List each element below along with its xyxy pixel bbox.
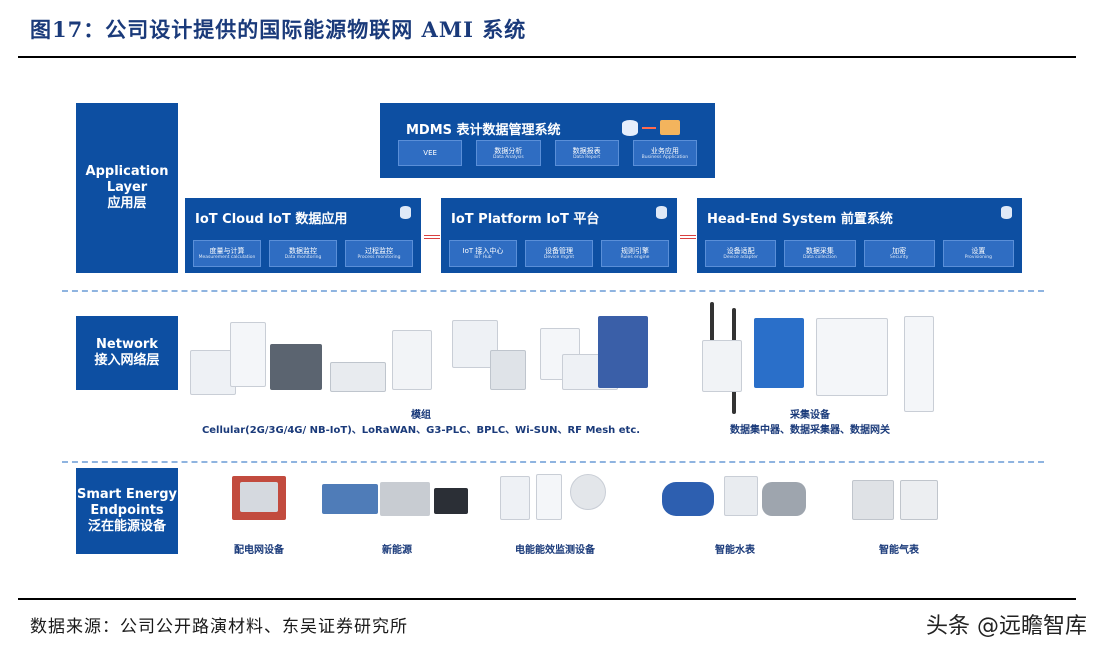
chip-label: 规则引擎 [621,247,649,255]
modules-list: Cellular(2G/3G/4G/ NB-IoT)、LoRaWAN、G3-PL… [201,425,641,436]
chip-label: 数据报表 [572,146,601,155]
chip-sub: Data monitoring [284,255,322,260]
layer-application: Application Layer 应用层 [76,103,178,273]
new-energy-image [322,478,472,520]
endpoint-caption-monitoring: 电能能效监测设备 [515,545,595,556]
chip-sub: Provisioning [964,255,992,260]
iot-cloud-title: IoT Cloud IoT 数据应用 [195,212,348,227]
head-end-title: Head-End System 前置系统 [707,212,893,227]
endpoint-caption-water: 智能水表 [715,545,755,556]
layer-application-line2: Layer [106,180,148,195]
chip-sub: Measurement calculation [198,255,256,260]
database-icon [1001,206,1012,219]
chip-label: 数据采集 [805,247,834,255]
distribution-equipment-image [226,472,292,524]
database-icon [622,120,638,136]
database-icon [400,206,411,219]
energy-monitoring-image [500,470,610,522]
chip-sub: Business Application [641,154,689,160]
layer-network-line1: Network [96,337,158,352]
figure-title: 图17：公司设计提供的国际能源物联网 AMI 系统 [30,17,527,42]
collect-list: 数据集中器、数据采集器、数据网关 [730,425,890,436]
bottom-rule [18,598,1076,600]
endpoint-caption-gas: 智能气表 [879,545,919,556]
layer-network-line2: 接入网络层 [94,353,160,368]
layer-endpoints: Smart Energy Endpoints 泛在能源设备 [76,468,178,554]
database-icon [656,206,667,219]
chip-label: 设置 [971,247,986,255]
chip-sub: Data collection [802,255,837,260]
double-arrow-icon [680,235,696,239]
iot-platform-title: IoT Platform IoT 平台 [451,212,600,227]
module-devices-image [190,310,690,405]
mdms-chip-vee: VEE [398,140,463,166]
chip-label: 度量与计算 [209,247,245,255]
chip-sub: Rules engine [620,255,650,260]
watermark: 头条 @远瞻智库 [926,614,1087,639]
layer-application-line3: 应用层 [107,196,147,211]
chip-sub: Device adapter [723,255,758,260]
chip-sub: IoT Hub [474,255,492,260]
layer-endpoints-line2: Endpoints [90,503,164,518]
modules-title: 模组 [411,410,431,421]
chip-sub: Process monitoring [357,255,401,260]
chip-label: 数据监控 [289,247,317,255]
modules-caption: 模组 Cellular(2G/3G/4G/ NB-IoT)、LoRaWAN、G3… [186,408,656,438]
endpoint-caption-new-energy: 新能源 [382,545,412,556]
layer-network: Network 接入网络层 [76,316,178,390]
chip-sub: Device mgmt [543,255,575,260]
chip-label: 设备管理 [545,247,573,255]
layer-endpoints-line3: 泛在能源设备 [87,519,166,534]
endpoint-caption-distribution: 配电网设备 [234,545,284,556]
top-rule [18,56,1076,58]
arrow-icon [642,127,656,129]
smart-gas-meter-image [852,476,942,522]
chip-label: IoT 接入中心 [462,247,504,255]
layer-endpoints-line1: Smart Energy [77,487,177,502]
collect-caption: 采集设备 数据集中器、数据采集器、数据网关 [700,408,920,438]
mdms-title: MDMS 表计数据管理系统 [406,123,561,138]
chip-sub: Data Report [573,154,601,160]
double-arrow-icon [424,235,440,239]
chip-label: 设备适配 [726,247,755,255]
folder-icon [660,120,680,135]
source-note: 数据来源：公司公开路演材料、东吴证券研究所 [30,617,408,637]
layer-divider [62,461,1044,463]
chip-label: 业务应用 [650,146,679,155]
layer-divider [62,290,1044,292]
chip-label: 过程监控 [365,247,393,255]
chip-sub: Security [889,255,909,260]
layer-application-line1: Application [85,164,169,179]
chip-label: VEE [423,149,437,157]
chip-sub: Data Analysis [493,154,524,160]
collect-title: 采集设备 [790,410,830,421]
smart-water-meter-image [662,474,812,522]
chip-label: 加密 [892,247,907,255]
collector-devices-image [700,302,940,414]
chip-label: 数据分析 [494,146,523,155]
